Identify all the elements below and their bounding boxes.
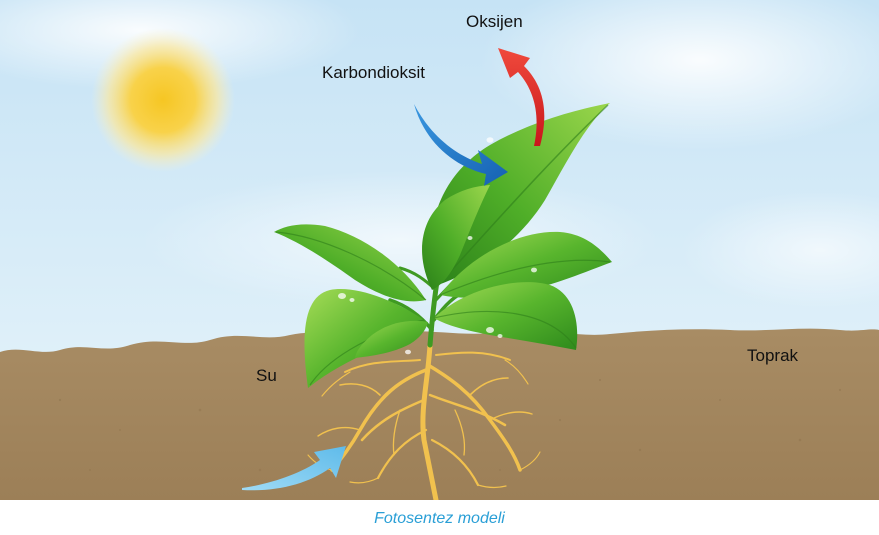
- figure-caption: Fotosentez modeli: [0, 510, 879, 528]
- photosynthesis-illustration: [0, 0, 879, 500]
- carbon-dioxide-label: Karbondioksit: [322, 63, 425, 83]
- water-label: Su: [256, 366, 277, 386]
- oxygen-label: Oksijen: [466, 12, 523, 32]
- soil-label: Toprak: [747, 346, 798, 366]
- sun-icon: [91, 28, 235, 172]
